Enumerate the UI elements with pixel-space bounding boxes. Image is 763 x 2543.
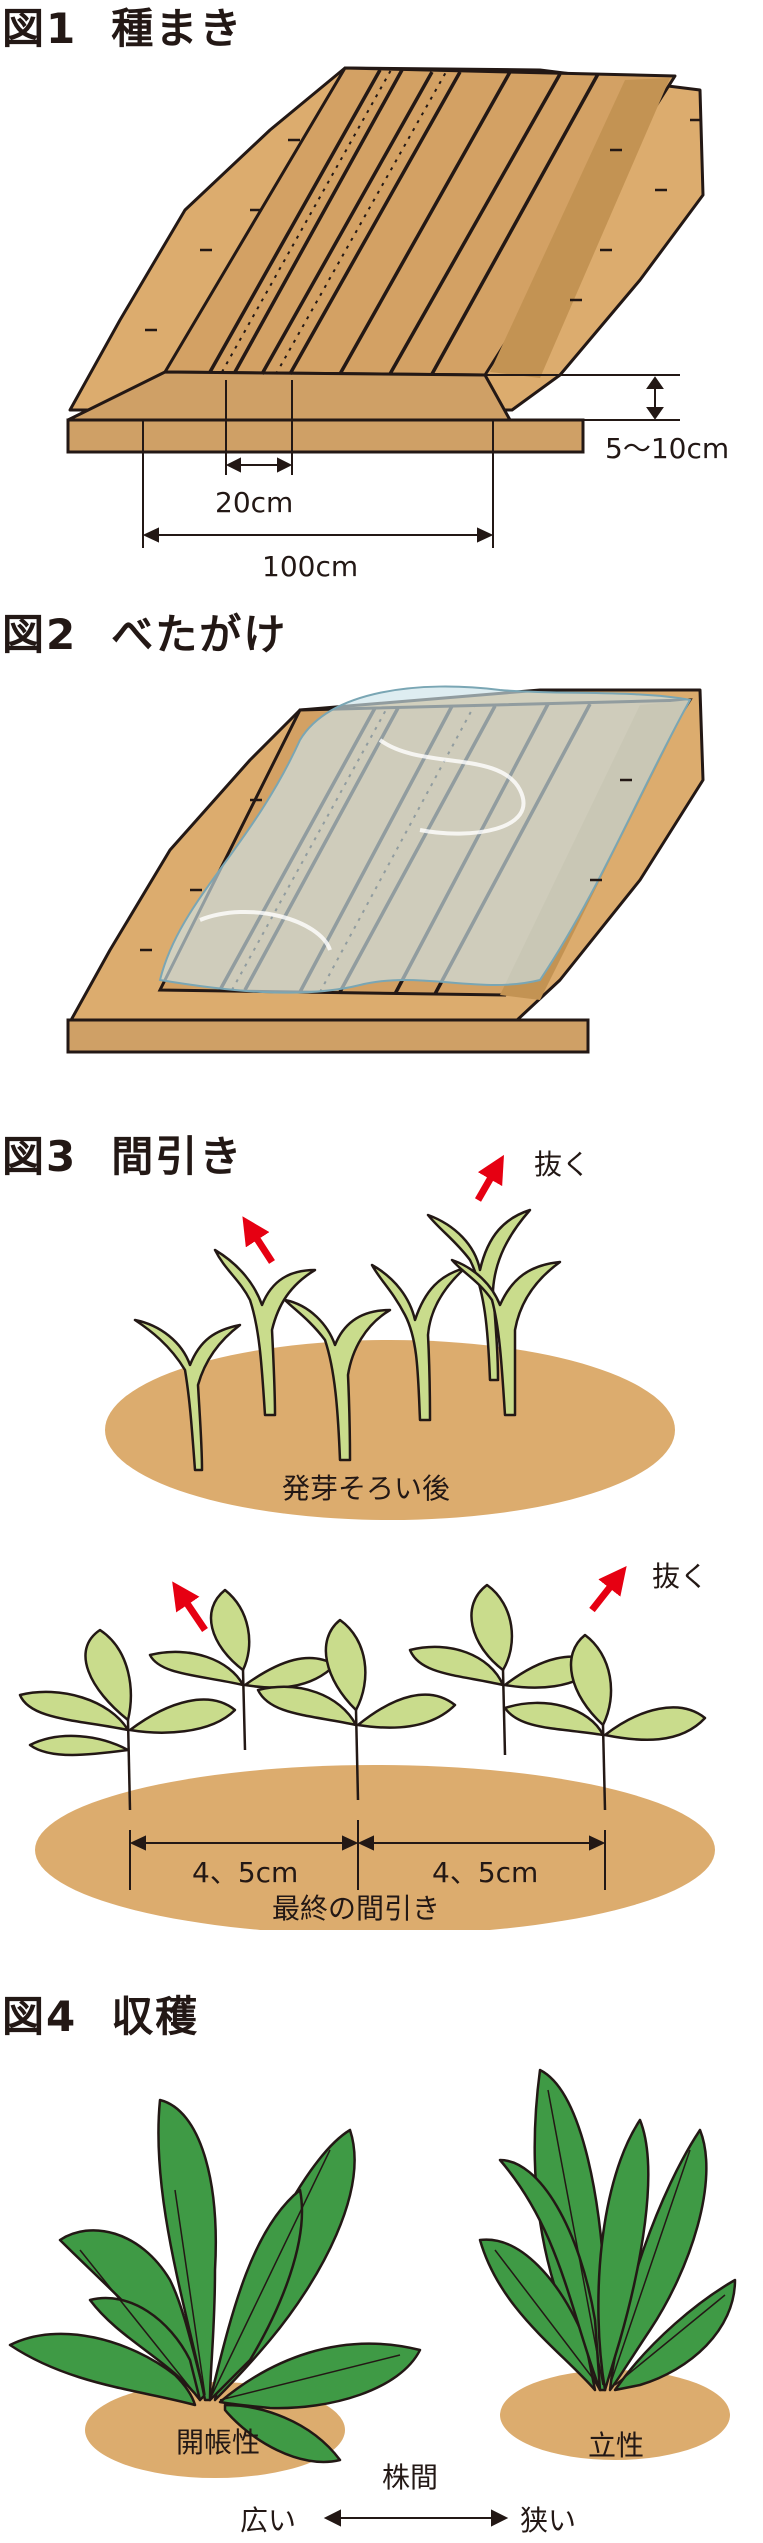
figure-2-number: 図2 (2, 610, 78, 659)
upright-leaf-veins (494, 2089, 726, 2386)
spacing-axis-arrow (323, 2509, 509, 2527)
bed-side-shadow (490, 78, 670, 378)
soil-texture (145, 118, 700, 332)
figure-2-name: べたがけ (111, 610, 288, 659)
spacing-label-right: 4、5cm (432, 1856, 538, 1889)
figure-3-name: 間引き (111, 1132, 244, 1181)
pull-arrow (242, 1216, 275, 1264)
bed-width-label: 100cm (262, 550, 358, 583)
soil-patch-after-germination (105, 1340, 675, 1520)
young-plant (18, 1628, 237, 1811)
bed-height-indicator (485, 374, 680, 421)
young-plant (148, 1588, 337, 1751)
row-cover-fold (378, 738, 526, 836)
spacing-label-left: 4、5cm (192, 1856, 298, 1889)
pull-arrow (474, 1154, 504, 1202)
seedling-group (133, 1208, 562, 1472)
pull-arrow (172, 1581, 208, 1632)
pull-arrow (589, 1566, 627, 1613)
spacing-narrow-label: 狭い (520, 2504, 576, 2537)
thinned-plant-group (18, 1583, 707, 1811)
spreading-leaf-veins (79, 2149, 401, 2401)
final-thinning-caption: 最終の間引き (272, 1892, 440, 1925)
seed-dots (221, 69, 447, 375)
ground-front-edge (66, 418, 585, 454)
figure-4-name: 収穫 (111, 1992, 200, 2041)
figure-1-illustration: 5〜10cm 20cm 100cm (66, 66, 729, 583)
row-cover-sheet (158, 685, 692, 994)
soil-patch-final-thinning (35, 1765, 715, 1930)
spreading-type-label: 開帳性 (176, 2426, 260, 2459)
after-germination-caption: 発芽そろい後 (282, 1472, 450, 1505)
spacing-wide-label: 広い (240, 2504, 296, 2537)
soil-patch-upright (500, 2370, 730, 2460)
plant-spacing-indicator (129, 1820, 606, 1890)
pull-label: 抜く (652, 1560, 708, 1593)
figure-2-illustration (66, 685, 705, 1054)
bed-width-indicator (142, 420, 494, 548)
figure-3-number: 図3 (2, 1132, 78, 1181)
figure-1-number: 図1 (2, 4, 78, 53)
soil-texture (140, 778, 632, 952)
row-cover-fold (199, 910, 332, 951)
upright-spinach-plant (478, 2068, 737, 2392)
figure-1-name: 種まき (111, 4, 244, 53)
ground-front-edge (66, 1018, 590, 1054)
young-plant (256, 1618, 457, 1801)
upright-type-label: 立性 (588, 2429, 644, 2462)
row-spacing-indicator (225, 380, 293, 475)
figure-4-number: 図4 (2, 1992, 78, 2041)
row-spacing-label: 20cm (215, 486, 293, 519)
figure-4-illustration: 開帳性 立性 株間 広い 狭い (8, 2068, 737, 2537)
spreading-spinach-plant (8, 2098, 422, 2464)
pull-label: 抜く (534, 1148, 590, 1181)
plant-spacing-axis-label: 株間 (382, 2461, 438, 2494)
bed-height-label: 5〜10cm (605, 432, 729, 465)
young-plant (503, 1633, 707, 1811)
figure-3-illustration: 抜く 発芽そろい後 (18, 1148, 715, 1930)
seed-furrows (208, 69, 600, 375)
